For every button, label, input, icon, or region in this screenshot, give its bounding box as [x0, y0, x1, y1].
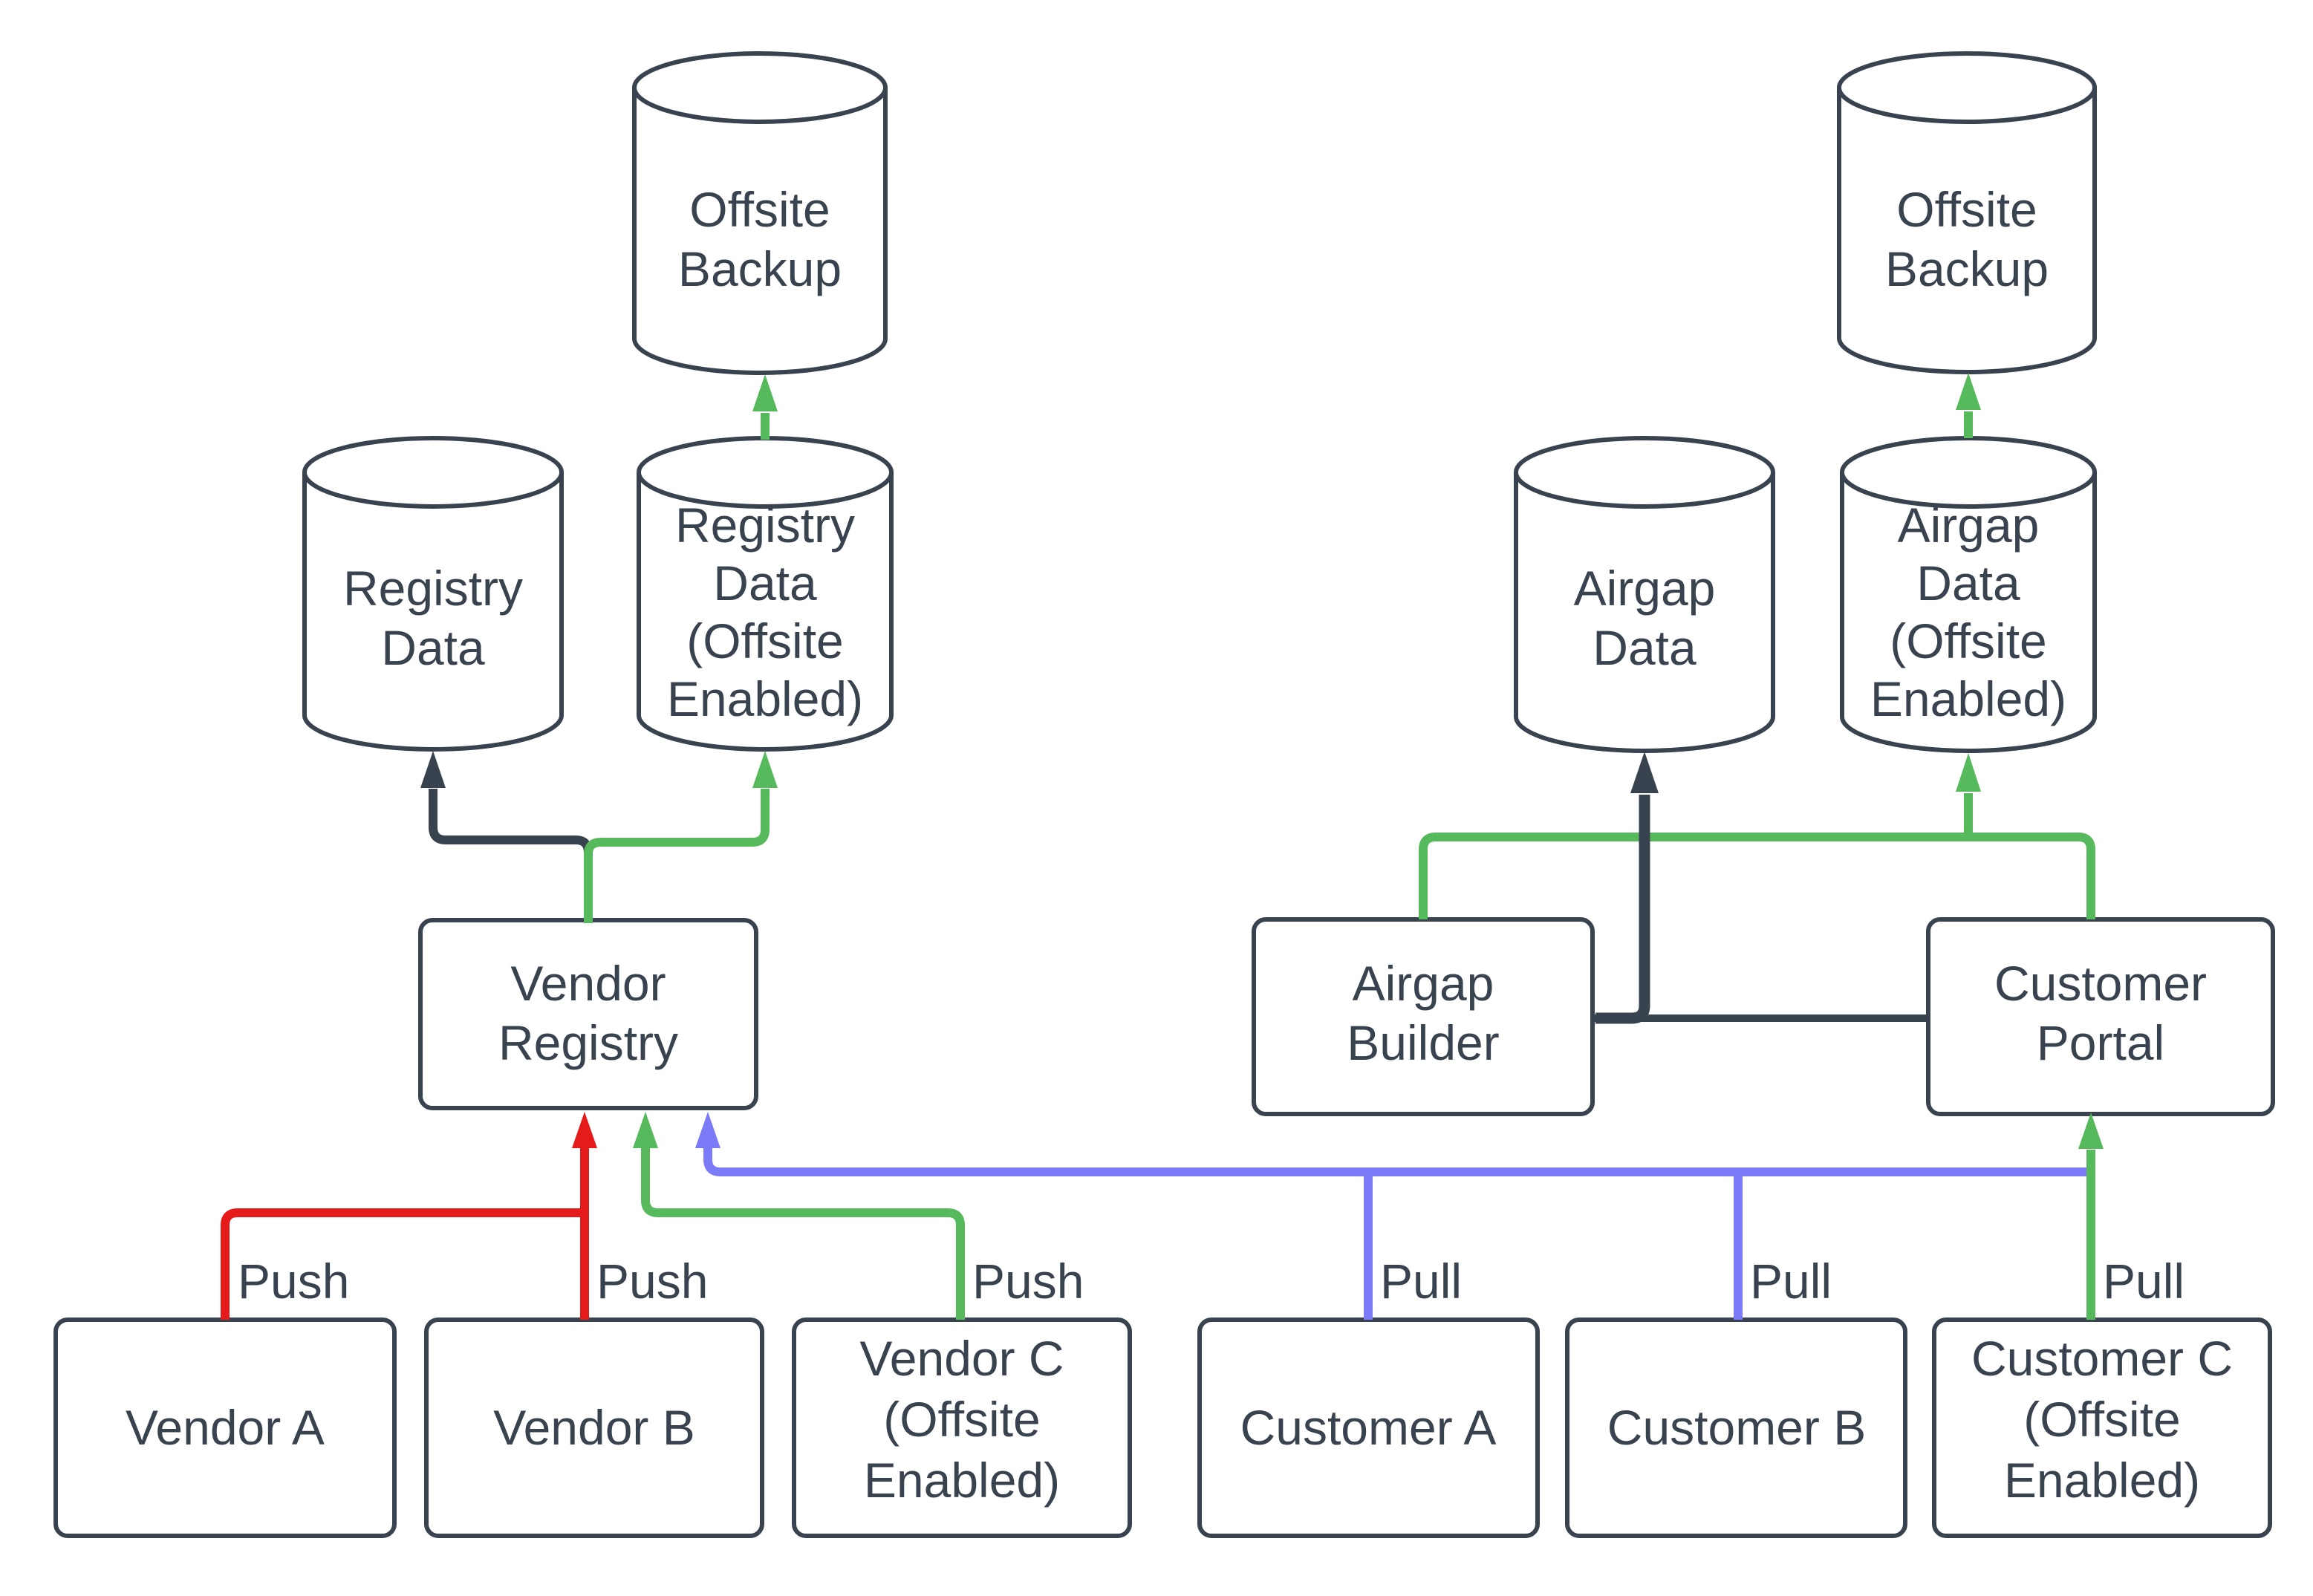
customer-c-label: (Offsite	[2023, 1392, 2181, 1447]
arrowheads-dark-left	[420, 751, 446, 788]
arrowhead-into-registry-data	[420, 751, 446, 788]
vendor-registry-label: Registry	[498, 1015, 678, 1070]
cylinder-body	[1514, 472, 1775, 753]
arrowhead-push-into-vendor-registry	[572, 1112, 597, 1148]
arrowhead-into-offsite-backup-left	[752, 374, 778, 411]
arrowhead-pull-c-into-customer-portal	[2078, 1113, 2104, 1149]
cylinder-registry-data-offsite	[637, 436, 894, 752]
cylinder-offsite-backup-left	[632, 51, 888, 375]
edge-vendor-c-push	[641, 1148, 965, 1320]
vendor-c-label: Vendor C	[859, 1331, 1064, 1386]
airgap-data-offsite-label: Data	[1916, 556, 2020, 610]
customer-c-label: Customer C	[1971, 1331, 2233, 1386]
edge-vendor-a-push	[221, 1208, 585, 1320]
edge-label-push-vendor-a: Push	[238, 1254, 349, 1309]
box-vendor-b	[424, 1317, 764, 1538]
edge-pull-bus	[703, 1148, 2091, 1176]
edge-label-pull-customer-b: Pull	[1750, 1254, 1832, 1309]
customer-a-label: Customer A	[1240, 1400, 1497, 1455]
cylinder-airgap-data-offsite	[1840, 436, 2097, 753]
cylinder-top	[302, 436, 564, 509]
cylinder-airgap-data	[1514, 436, 1775, 753]
cylinder-body	[1840, 472, 2097, 753]
airgap-data-offsite-label: Enabled)	[1870, 671, 2066, 726]
arrowheads-blue	[695, 1112, 720, 1148]
arrowhead-pull-into-vendor-registry	[695, 1112, 720, 1148]
edges-green	[584, 411, 2095, 1320]
edges-blue	[703, 1148, 2091, 1320]
cylinder-body	[637, 472, 894, 752]
arrowhead-into-airgap-data-offsite	[1956, 753, 1981, 792]
offsite-backup-right-label: Offsite	[1896, 182, 2037, 237]
edge-label-pull-customer-a: Pull	[1380, 1254, 1462, 1309]
vendor-c-label: (Offsite	[883, 1392, 1041, 1447]
offsite-backup-left-label: Offsite	[689, 182, 830, 237]
cylinder-top	[1840, 436, 2097, 509]
vendor-b-label: Vendor B	[493, 1400, 695, 1455]
registry-data-offsite-label: (Offsite	[686, 613, 844, 668]
offsite-backup-right-label: Backup	[1885, 241, 2049, 296]
cylinder-top	[1514, 436, 1775, 509]
vendor-c-label: Enabled)	[864, 1453, 1060, 1508]
vendor-a-label: Vendor A	[126, 1400, 325, 1455]
registry-data-offsite-label: Registry	[675, 498, 855, 553]
edge-registry-to-registry-data-offsite	[584, 789, 770, 923]
cylinder-body	[632, 88, 888, 375]
offsite-backup-left-label: Backup	[678, 241, 842, 296]
edge-label-push-vendor-b: Push	[596, 1254, 708, 1309]
shape-layer	[53, 51, 2275, 1538]
arrowheads-red	[572, 1112, 597, 1148]
box-vendor-registry	[418, 918, 758, 1110]
edge-airgap-builder-customer-portal-green	[1419, 833, 2095, 919]
customer-c-label: Enabled)	[2004, 1453, 2200, 1508]
edge-label-push-vendor-c: Push	[972, 1254, 1084, 1309]
edges-red	[221, 1148, 589, 1320]
customer-portal-label: Portal	[2037, 1015, 2164, 1070]
box-customer-c	[1932, 1317, 2272, 1538]
registry-data-offsite-label: Data	[713, 556, 817, 610]
registry-data-offsite-label: Enabled)	[667, 671, 863, 726]
customer-portal-label: Customer	[1994, 956, 2207, 1011]
edge-registry-to-registry-data	[429, 789, 593, 923]
cylinder-body	[1837, 88, 2097, 374]
arrowhead-push-c-into-vendor-registry	[633, 1112, 658, 1148]
cylinder-top	[632, 51, 888, 124]
arrowhead-into-registry-data-offsite	[752, 751, 778, 788]
airgap-data-label: Data	[1593, 620, 1696, 675]
arrowheads-green	[633, 373, 2104, 1149]
cylinder-registry-data	[302, 436, 564, 752]
cylinder-top	[1837, 51, 2097, 124]
edge-to-airgap-data	[1595, 795, 1650, 1024]
cylinder-offsite-backup-right	[1837, 51, 2097, 374]
edges-dark-right	[1593, 795, 1928, 1024]
edges-dark-left	[429, 789, 593, 923]
arrowhead-into-offsite-backup-right	[1956, 373, 1981, 410]
edge-label-pull-customer-c: Pull	[2103, 1254, 2184, 1309]
airgap-builder-label: Airgap	[1353, 956, 1494, 1011]
airgap-data-offsite-label: (Offsite	[1890, 613, 2047, 668]
cylinder-body	[302, 472, 564, 752]
arrowheads-dark-right	[1630, 752, 1659, 793]
label-layer: Offsite Backup Registry Data Registry Da…	[126, 182, 2233, 1508]
vendor-registry-label: Vendor	[510, 956, 666, 1011]
airgap-builder-label: Builder	[1347, 1015, 1499, 1070]
cylinder-top	[637, 436, 894, 509]
arrowhead-into-airgap-data	[1630, 752, 1659, 793]
registry-data-label: Data	[381, 620, 485, 675]
registry-data-label: Registry	[343, 561, 523, 616]
airgap-data-offsite-label: Airgap	[1898, 498, 2040, 553]
airgap-data-label: Airgap	[1574, 561, 1716, 616]
customer-b-label: Customer B	[1607, 1400, 1866, 1455]
